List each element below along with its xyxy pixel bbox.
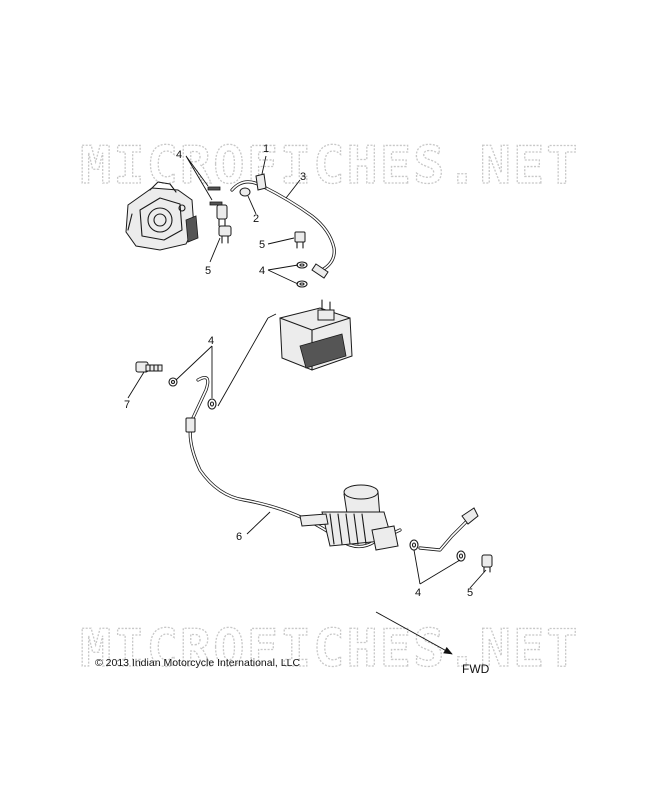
watermark-top: MICROFICHES.NET bbox=[80, 136, 580, 196]
callout-5-caliper: 5 bbox=[205, 265, 211, 277]
crush-washers-right bbox=[296, 261, 308, 288]
caliper-banjo-bolt bbox=[216, 204, 228, 227]
brake-line-clip bbox=[255, 173, 267, 191]
callout-4-mid: 4 bbox=[208, 335, 214, 347]
callout-7: 7 bbox=[124, 399, 130, 411]
crush-washers-rear bbox=[409, 539, 466, 562]
copyright-text: © 2013 Indian Motorcycle International, … bbox=[95, 657, 300, 669]
callout-3: 3 bbox=[300, 171, 306, 183]
forward-arrow bbox=[375, 611, 453, 655]
rear-banjo-fitting bbox=[135, 361, 163, 373]
front-brake-line bbox=[230, 180, 336, 279]
abs-module bbox=[279, 299, 353, 371]
line-grommet bbox=[239, 187, 251, 197]
callout-1: 1 bbox=[263, 143, 269, 155]
leader-lines bbox=[127, 155, 487, 589]
callout-5-bottom: 5 bbox=[467, 587, 473, 599]
callout-6: 6 bbox=[236, 531, 242, 543]
callout-5-right: 5 bbox=[259, 239, 265, 251]
callout-4-right: 4 bbox=[259, 265, 265, 277]
crush-washers-top bbox=[207, 186, 223, 206]
callout-2: 2 bbox=[253, 213, 259, 225]
rear-banjo-bolt bbox=[481, 554, 493, 573]
callout-4-bottom: 4 bbox=[415, 587, 421, 599]
watermark-bottom: MICROFICHES.NET bbox=[80, 619, 580, 679]
caliper-bleeder-bolt bbox=[218, 225, 232, 244]
fwd-label: FWD bbox=[462, 662, 490, 676]
brake-line-bolt-right bbox=[294, 231, 306, 249]
front-caliper bbox=[125, 181, 199, 251]
abs-link-line bbox=[217, 313, 277, 407]
rear-line-end-fitting bbox=[418, 507, 479, 552]
crush-washers-mid bbox=[168, 377, 217, 410]
rear-master-cylinder bbox=[299, 484, 399, 551]
callout-4-top: 4 bbox=[176, 149, 182, 161]
